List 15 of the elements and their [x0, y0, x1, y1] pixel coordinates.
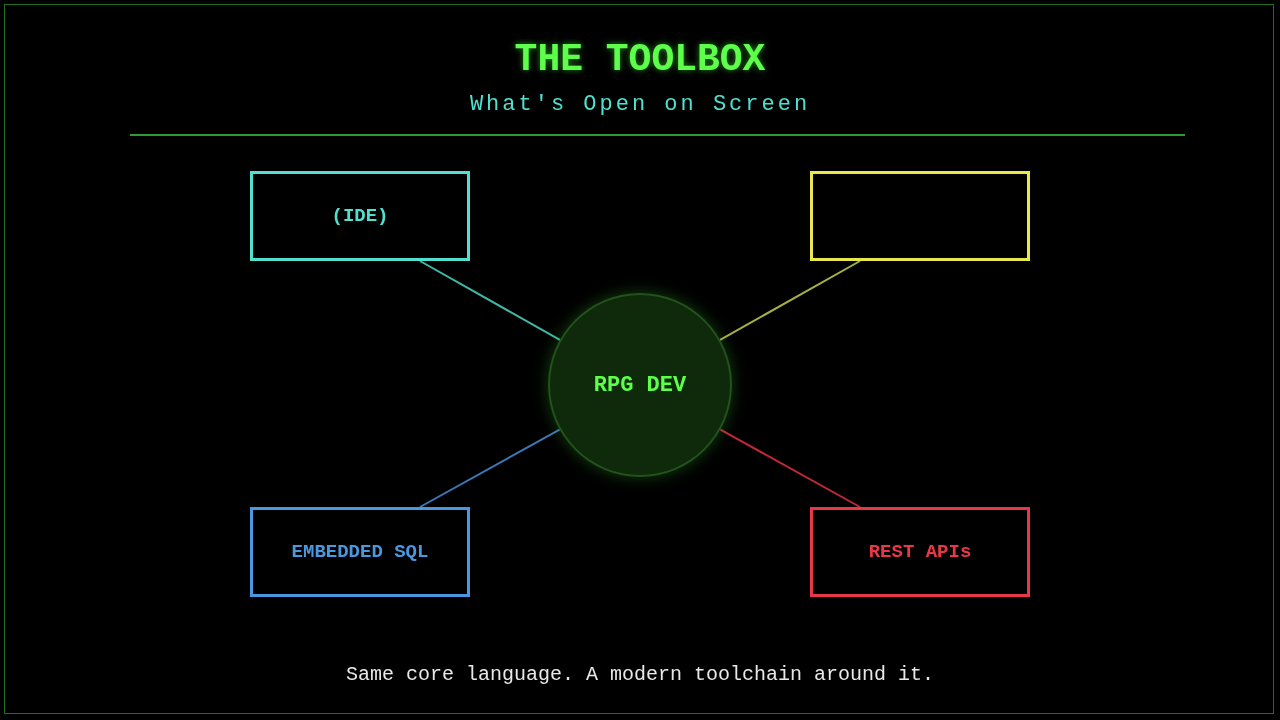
connector-line [719, 428, 861, 508]
subtitle: What's Open on Screen [468, 92, 812, 117]
node-label: (IDE) [331, 205, 389, 227]
tool-box [250, 507, 470, 597]
connector-line [719, 260, 861, 341]
connector-line [419, 428, 561, 508]
node-label: RPG DEV [593, 372, 687, 398]
connector-line [419, 260, 561, 341]
title: THE TOOLBOX [513, 38, 767, 81]
caption: Same core language. A modern toolchain around it. [344, 663, 936, 686]
node-label: EMBEDDED SQL [291, 541, 429, 563]
tool-box [250, 171, 470, 261]
tool-box [810, 507, 1030, 597]
box-node [810, 171, 1030, 261]
node-label: REST APIs [868, 541, 972, 563]
